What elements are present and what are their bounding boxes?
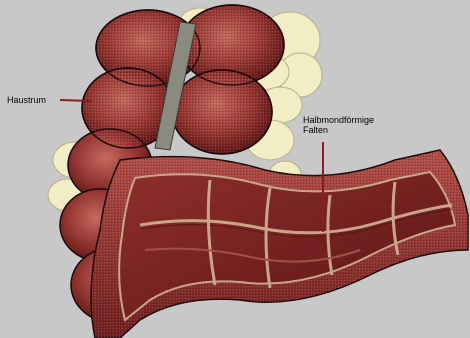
haustrum-label: Haustrum	[7, 95, 46, 105]
semilunar-folds-label-line1: Halbmondförmige	[303, 115, 374, 125]
semilunar-folds-label-line2: Falten	[303, 125, 328, 135]
opened-colon-segment	[91, 150, 468, 338]
semilunar-folds-label: Halbmondförmige Falten	[303, 115, 374, 135]
haustrum-leader-line	[60, 100, 92, 101]
